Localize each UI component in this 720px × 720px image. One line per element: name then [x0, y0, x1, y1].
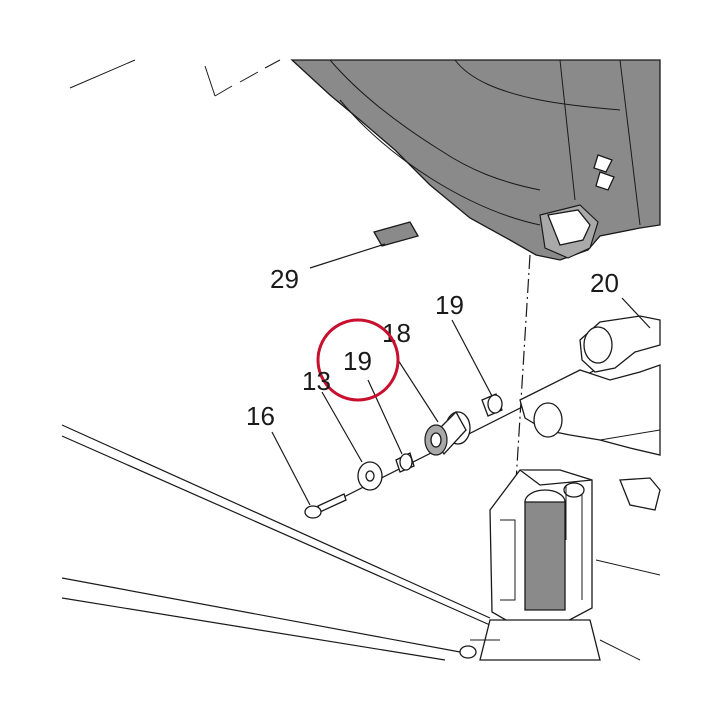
part-19-sleeve-upper	[481, 393, 503, 417]
leader-20	[621, 297, 651, 329]
part-18-bushing	[424, 410, 471, 456]
part-13-washer	[357, 461, 383, 491]
leader-19-lower	[367, 379, 403, 455]
housing-body	[290, 59, 661, 261]
part-19-sleeve-lower	[395, 452, 415, 473]
part-20-bracket	[519, 315, 661, 511]
leader-16	[271, 431, 311, 506]
callout-16: 16	[246, 401, 275, 431]
callout-20: 20	[590, 268, 619, 298]
perspective-lines	[61, 424, 491, 661]
callout-19-upper: 19	[435, 290, 464, 320]
construction-lines	[69, 59, 281, 97]
callout-29: 29	[270, 264, 299, 294]
highlight-circle	[316, 318, 400, 402]
callout-19-circled: 19	[343, 346, 372, 376]
part-16-screw	[304, 493, 347, 519]
callout-13: 13	[302, 366, 331, 396]
leader-29	[309, 243, 386, 269]
part-29-pad	[373, 221, 419, 247]
leader-18	[397, 359, 439, 423]
actuator-assembly	[459, 469, 661, 661]
leader-13	[321, 391, 363, 463]
leader-19-upper	[451, 319, 493, 397]
